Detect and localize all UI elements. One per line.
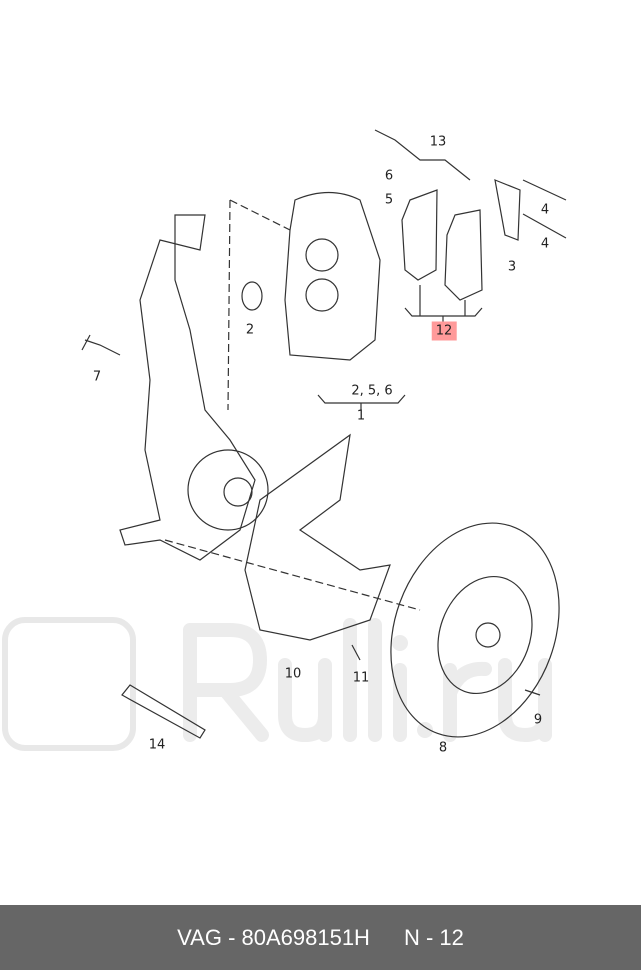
part-number: VAG - 80A698151H [177, 924, 370, 950]
callout-5: 5 [384, 192, 394, 208]
bolt-7 [81, 334, 121, 356]
brake-pad-outer [444, 209, 483, 301]
callout-9: 9 [533, 712, 543, 728]
callout-4: 4 [540, 202, 550, 218]
callout-3: 3 [507, 259, 517, 275]
spring-clip-3 [494, 179, 521, 241]
screw-9 [524, 689, 541, 696]
callout-7: 7 [92, 369, 102, 385]
watermark-logo [2, 617, 552, 751]
footer-bar: VAG - 80A698151H N - 12 [0, 905, 641, 970]
callout-11: 11 [352, 670, 370, 686]
callout-13: 13 [429, 134, 447, 150]
brake-disc-8 [390, 522, 560, 738]
callout-8: 8 [438, 740, 448, 756]
watermark-lettering [183, 618, 552, 742]
brake-pad-inner [401, 189, 438, 281]
callout-12-highlighted[interactable]: 12 [431, 321, 457, 341]
wear-sensor-13 [374, 129, 471, 181]
steering-knuckle [119, 214, 256, 561]
callout-10: 10 [284, 666, 302, 682]
position-number: N - 12 [403, 924, 464, 950]
callout-6: 6 [384, 168, 394, 184]
seal-2 [241, 281, 263, 311]
guide-pin-4 [522, 179, 567, 239]
callout-2: 2 [245, 322, 255, 338]
callout-2-5-6: 2, 5, 6 [351, 383, 393, 399]
splash-shield-10 [244, 433, 391, 641]
callout-1: 1 [356, 408, 366, 424]
brake-caliper [284, 191, 381, 361]
grease-tube-14 [121, 684, 206, 739]
callout-4: 4 [540, 236, 550, 252]
brake-assembly-drawing [81, 129, 567, 739]
callout-14: 14 [148, 737, 166, 753]
screw-11 [351, 644, 361, 661]
